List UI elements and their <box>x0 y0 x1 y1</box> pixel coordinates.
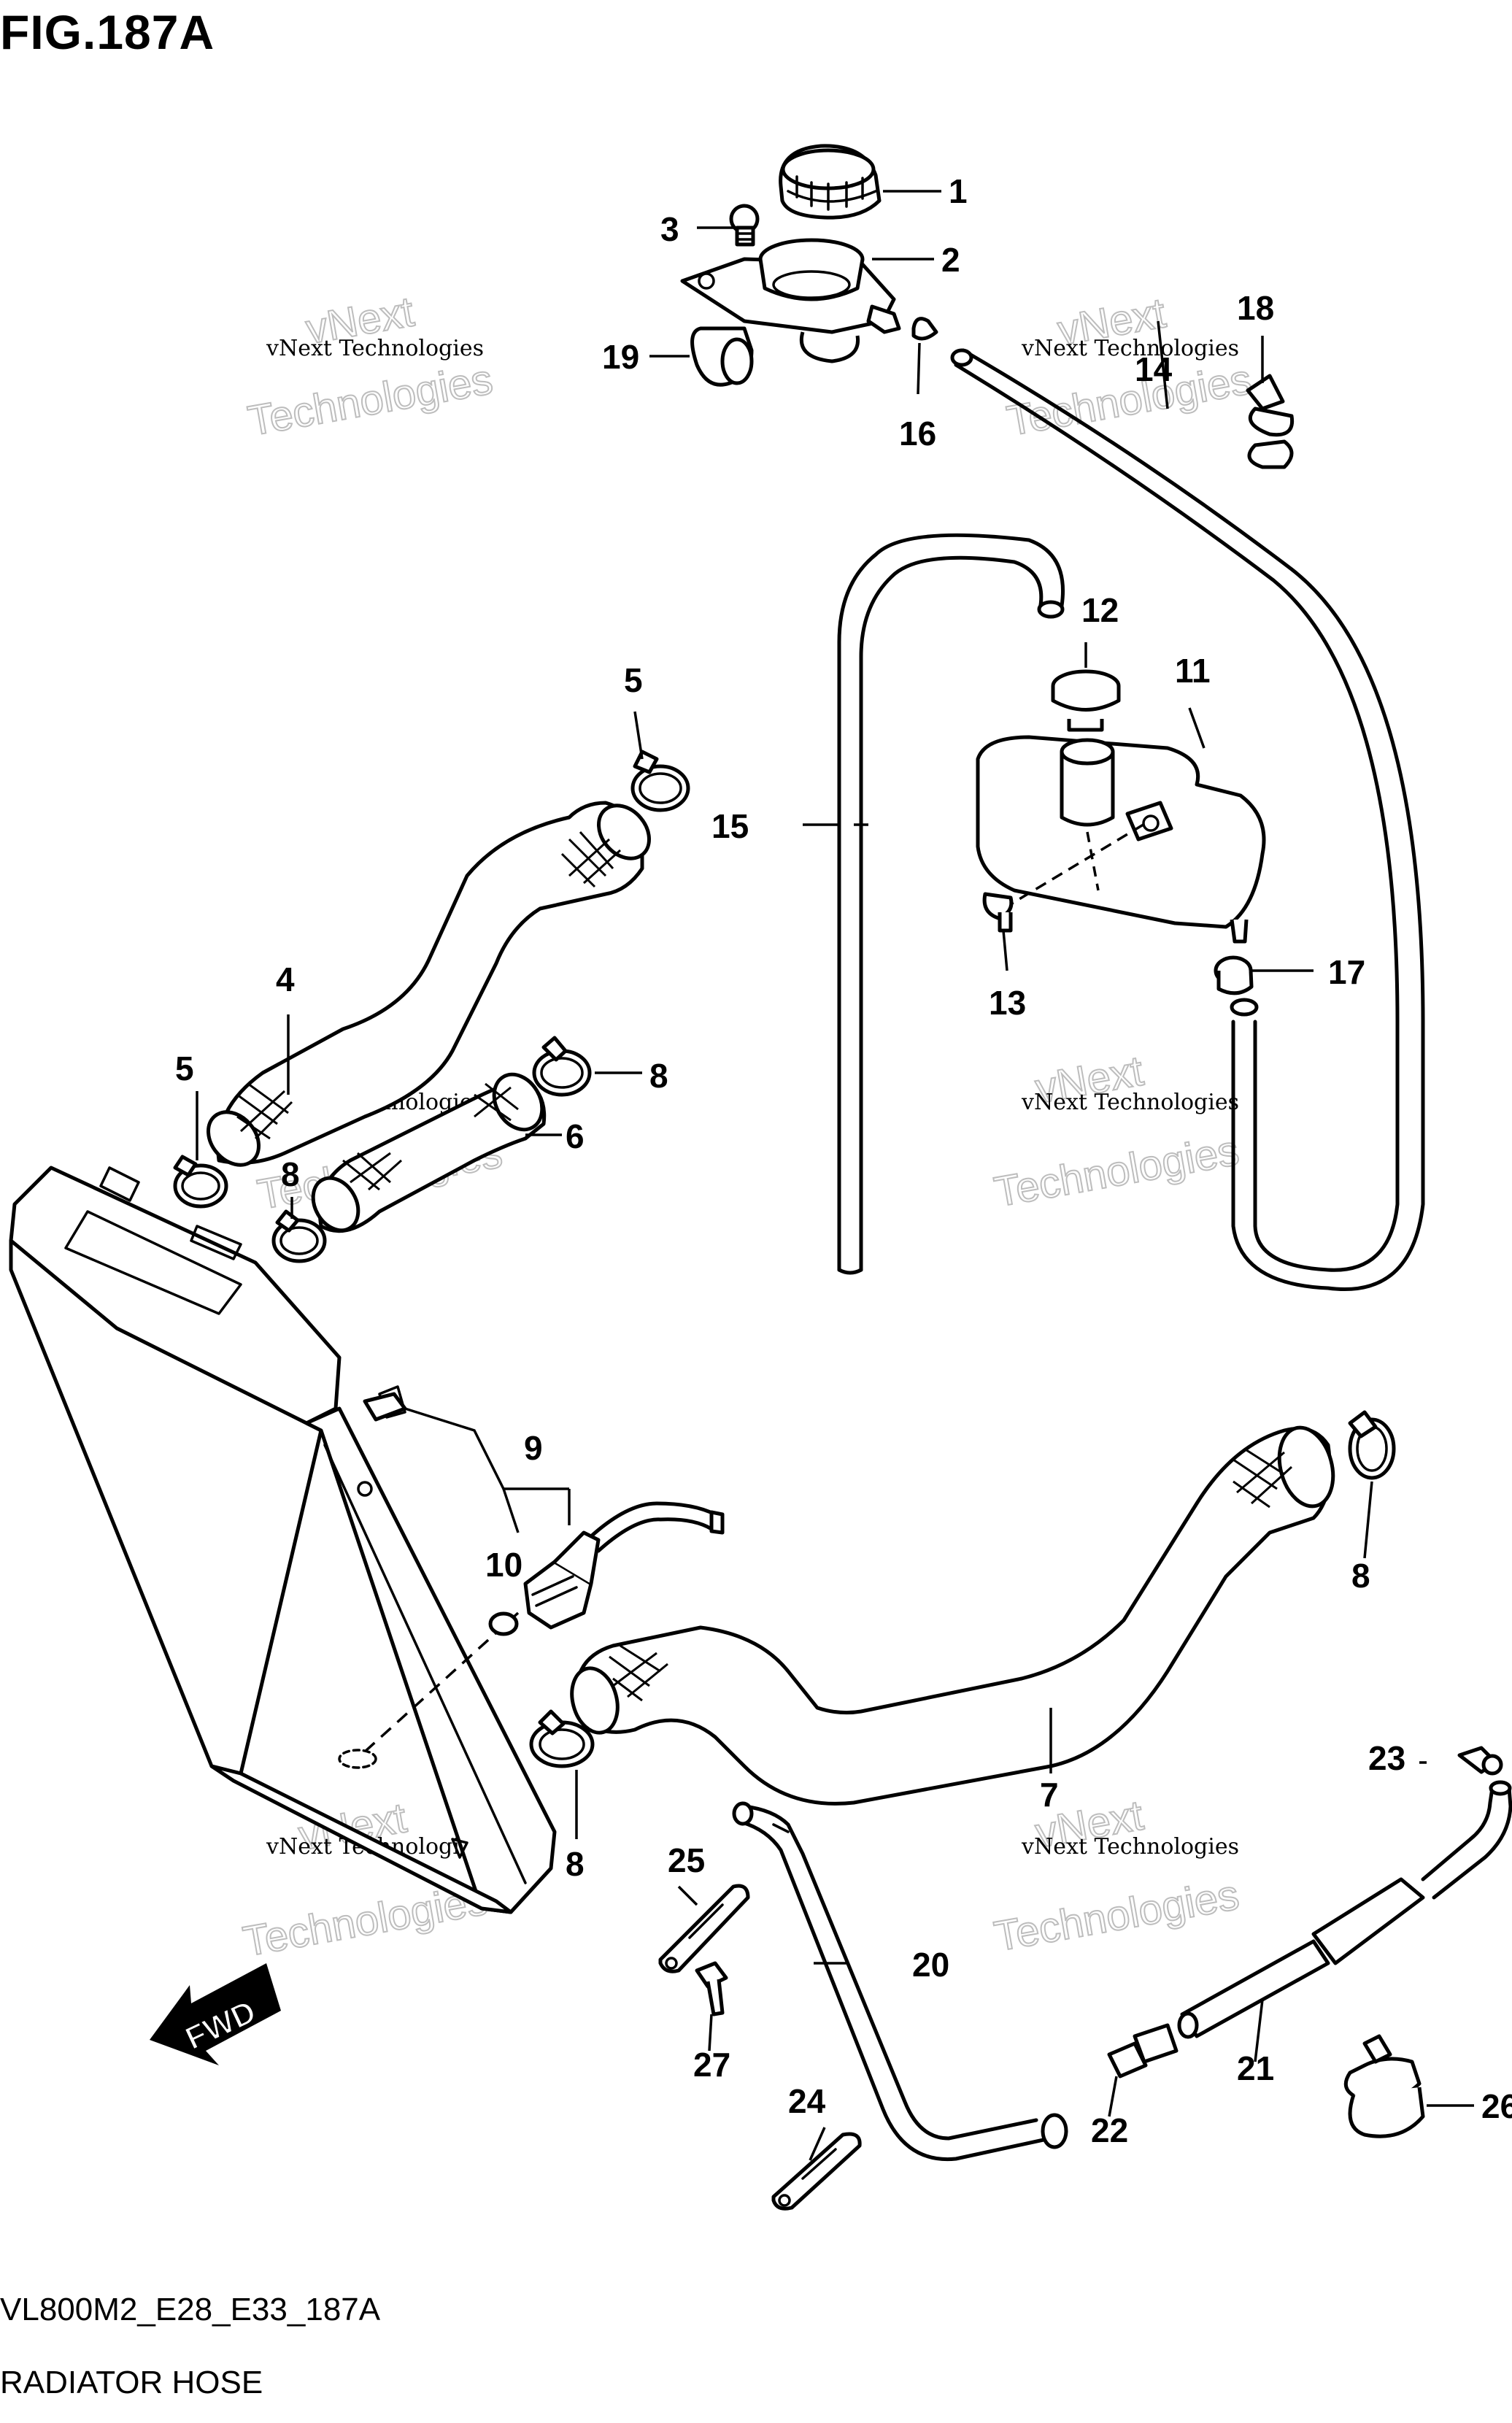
callout-20: 20 <box>912 1946 949 1984</box>
reservoir-tank <box>976 735 1266 944</box>
callout-18: 18 <box>1237 289 1274 327</box>
plug <box>363 1392 407 1422</box>
callout-24: 24 <box>788 2082 826 2120</box>
callout-11: 11 <box>1175 652 1211 690</box>
callout-23: 23 <box>1368 1739 1405 1777</box>
callout-25: 25 <box>668 1841 705 1879</box>
radiator-cap <box>779 144 882 220</box>
hose-clamp <box>271 1209 327 1263</box>
clamp-26 <box>1343 2034 1425 2138</box>
watermark-text: vNext Technologies <box>1021 1090 1239 1115</box>
callout-8: 8 <box>281 1155 300 1193</box>
filler-neck <box>680 238 901 363</box>
bolt <box>695 1961 728 2016</box>
clamp-18 <box>1246 374 1295 469</box>
watermark-text: Technologies <box>244 355 496 445</box>
watermark-text: Technologies <box>991 1127 1243 1217</box>
callout-19: 19 <box>602 338 639 376</box>
forward-arrow-icon: FWD <box>150 1963 281 2065</box>
callout-1: 1 <box>949 172 968 210</box>
hose-clamp <box>1348 1410 1396 1480</box>
upper-hose-6 <box>311 1072 547 1233</box>
joint-22 <box>1107 2023 1179 2079</box>
callout-3: 3 <box>660 210 679 248</box>
callout-9: 9 <box>524 1429 543 1467</box>
leader-lines <box>196 190 1474 2161</box>
clamp-17 <box>1214 955 1254 995</box>
watermark-text: vNext Technologies <box>1021 1834 1239 1860</box>
hose-20 <box>732 1801 1068 2162</box>
callout-2: 2 <box>941 241 960 279</box>
callout-6: 6 <box>566 1117 585 1155</box>
callout-27: 27 <box>693 2046 730 2084</box>
radiator <box>9 1166 557 1914</box>
clamp-19 <box>690 326 754 387</box>
band-25 <box>658 1884 750 1973</box>
overflow-hose-14 <box>950 348 1425 1291</box>
callout-13: 13 <box>989 984 1026 1022</box>
clip-23 <box>1457 1746 1503 1776</box>
watermark-text: Technologies <box>991 1871 1243 1961</box>
reservoir-cap <box>1051 669 1121 732</box>
hose-clamp <box>630 750 690 812</box>
watermark-text: vNext Technologies <box>1021 336 1239 361</box>
callout-17: 17 <box>1328 953 1365 991</box>
callout-8: 8 <box>566 1845 585 1883</box>
callout-4: 4 <box>276 960 295 998</box>
callout-14: 14 <box>1135 350 1173 388</box>
band-24 <box>771 2132 862 2211</box>
lower-hose-7 <box>570 1425 1335 1806</box>
callout-5: 5 <box>175 1049 194 1087</box>
callout-labels: 1 2 3 16 19 18 14 12 11 15 13 17 5 4 8 6… <box>175 172 1512 2149</box>
page-caption: RADIATOR HOSE <box>0 2365 263 2400</box>
callout-8: 8 <box>649 1057 668 1095</box>
watermark-text: Technologies <box>1003 355 1255 445</box>
callout-12: 12 <box>1081 591 1119 629</box>
bolt <box>982 892 1014 933</box>
hose-15 <box>837 533 1065 1275</box>
callout-26: 26 <box>1481 2087 1512 2125</box>
callout-21: 21 <box>1237 2049 1274 2087</box>
clip-16 <box>911 317 938 341</box>
callout-8: 8 <box>1351 1557 1370 1595</box>
hose-clamp <box>173 1155 228 1209</box>
upper-hose-4 <box>207 801 651 1167</box>
model-code: VL800M2_E28_E33_187A <box>0 2292 381 2327</box>
callout-7: 7 <box>1040 1776 1059 1814</box>
callout-16: 16 <box>899 415 936 452</box>
figure-title: FIG.187A <box>0 5 215 59</box>
callout-10: 10 <box>485 1546 522 1584</box>
hose-clamp <box>532 1036 592 1097</box>
pipe-21 <box>1177 1780 1512 2039</box>
watermark-text: vNext Technologies <box>266 336 484 361</box>
callout-5: 5 <box>624 661 643 699</box>
callout-15: 15 <box>711 807 749 845</box>
hose-clamp <box>529 1709 595 1768</box>
thermo-switch <box>404 1407 725 1636</box>
bolt <box>729 204 760 247</box>
callout-22: 22 <box>1091 2111 1128 2149</box>
